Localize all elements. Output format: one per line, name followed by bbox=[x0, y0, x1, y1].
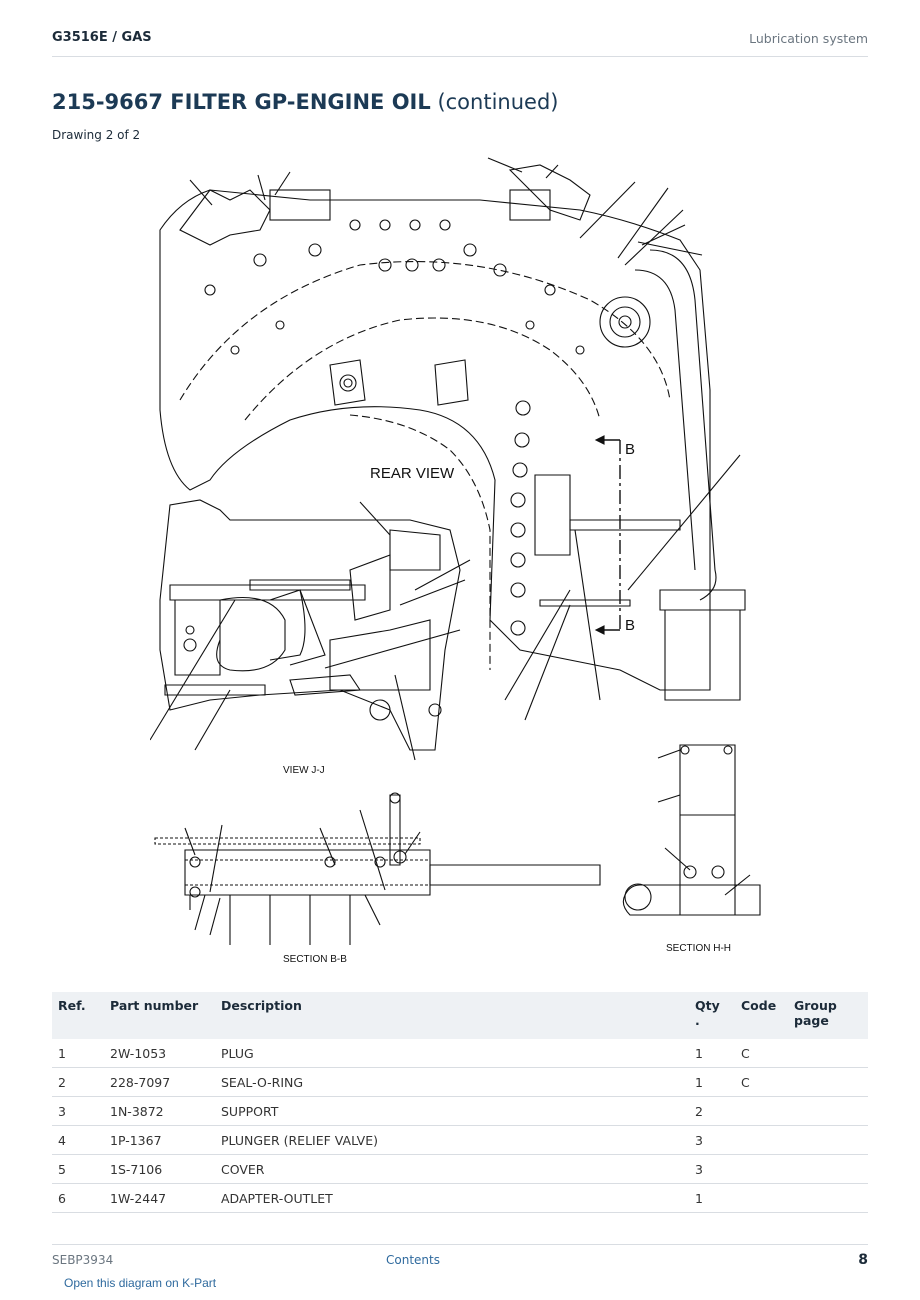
drawing-subtitle: Drawing 2 of 2 bbox=[52, 128, 141, 142]
cell-ref: 6 bbox=[52, 1183, 104, 1213]
document-id: SEBP3934 bbox=[52, 1253, 114, 1267]
col-header-description: Description bbox=[215, 992, 689, 1039]
table-row: 1 2W-1053 PLUG 1 C bbox=[52, 1039, 868, 1068]
cell-qty: 1 bbox=[689, 1067, 735, 1097]
table-row: 3 1N-3872 SUPPORT 2 bbox=[52, 1096, 868, 1126]
kpart-link[interactable]: Open this diagram on K-Part bbox=[64, 1276, 217, 1290]
col-header-part-number: Part number bbox=[104, 992, 215, 1039]
cell-group-page bbox=[788, 1125, 868, 1155]
cell-part-number: 228-7097 bbox=[104, 1067, 215, 1097]
col-header-ref: Ref. bbox=[52, 992, 104, 1039]
cell-description: SUPPORT bbox=[215, 1096, 689, 1126]
page-title: 215-9667 FILTER GP-ENGINE OIL (continued… bbox=[52, 90, 558, 114]
footer-divider bbox=[52, 1244, 868, 1245]
cell-group-page bbox=[788, 1039, 868, 1068]
section-bb-label: SECTION B-B bbox=[283, 954, 347, 965]
title-suffix: (continued) bbox=[437, 90, 559, 114]
view-jj-label: VIEW J-J bbox=[283, 765, 325, 776]
cell-part-number: 1S-7106 bbox=[104, 1154, 215, 1184]
cell-code bbox=[735, 1096, 788, 1126]
cell-ref: 5 bbox=[52, 1154, 104, 1184]
cell-qty: 1 bbox=[689, 1039, 735, 1068]
page-number: 8 bbox=[858, 1252, 868, 1268]
cell-group-page bbox=[788, 1154, 868, 1184]
rear-view-drawing bbox=[159, 157, 746, 721]
section-marker-b-bottom: B bbox=[625, 617, 635, 634]
cell-ref: 3 bbox=[52, 1096, 104, 1126]
cell-qty: 3 bbox=[689, 1125, 735, 1155]
cell-part-number: 1W-2447 bbox=[104, 1183, 215, 1213]
view-jj-drawing bbox=[149, 499, 471, 761]
cell-ref: 4 bbox=[52, 1125, 104, 1155]
cell-qty: 1 bbox=[689, 1183, 735, 1213]
cell-description: COVER bbox=[215, 1154, 689, 1184]
cell-description: SEAL-O-RING bbox=[215, 1067, 689, 1097]
cell-part-number: 2W-1053 bbox=[104, 1039, 215, 1068]
parts-diagram: REAR VIEW B B VIEW J-J SECTION B-B SECTI… bbox=[149, 150, 770, 980]
table-header-row: Ref. Part number Description Qty. Code G… bbox=[52, 992, 868, 1039]
cell-code bbox=[735, 1125, 788, 1155]
cell-group-page bbox=[788, 1067, 868, 1097]
cell-group-page bbox=[788, 1183, 868, 1213]
cell-qty: 3 bbox=[689, 1154, 735, 1184]
cell-qty: 2 bbox=[689, 1096, 735, 1126]
section-hh-label: SECTION H-H bbox=[666, 943, 731, 954]
section-hh-drawing bbox=[622, 744, 761, 916]
section-bb-drawing bbox=[154, 792, 601, 945]
diagram-labels: REAR VIEW B B VIEW J-J SECTION B-B SECTI… bbox=[283, 441, 731, 965]
model-label: G3516E / GAS bbox=[52, 30, 152, 45]
cell-code: C bbox=[735, 1039, 788, 1068]
table-row: 4 1P-1367 PLUNGER (RELIEF VALVE) 3 bbox=[52, 1125, 868, 1155]
cell-code: C bbox=[735, 1067, 788, 1097]
page-header: G3516E / GAS Lubrication system bbox=[52, 28, 868, 57]
cell-code bbox=[735, 1154, 788, 1184]
title-main: 215-9667 FILTER GP-ENGINE OIL bbox=[52, 90, 431, 114]
rear-view-label: REAR VIEW bbox=[370, 465, 455, 482]
section-marker-b-top: B bbox=[625, 441, 635, 458]
cell-ref: 1 bbox=[52, 1039, 104, 1068]
cell-part-number: 1P-1367 bbox=[104, 1125, 215, 1155]
table-row: 2 228-7097 SEAL-O-RING 1 C bbox=[52, 1067, 868, 1097]
cell-description: PLUNGER (RELIEF VALVE) bbox=[215, 1125, 689, 1155]
col-header-code: Code bbox=[735, 992, 788, 1039]
diagram-svg: REAR VIEW B B VIEW J-J SECTION B-B SECTI… bbox=[149, 157, 761, 965]
cell-description: PLUG bbox=[215, 1039, 689, 1068]
col-header-qty: Qty. bbox=[689, 992, 735, 1039]
table-row: 5 1S-7106 COVER 3 bbox=[52, 1154, 868, 1184]
contents-link[interactable]: Contents bbox=[386, 1253, 440, 1267]
table-row: 6 1W-2447 ADAPTER-OUTLET 1 bbox=[52, 1183, 868, 1213]
cell-description: ADAPTER-OUTLET bbox=[215, 1183, 689, 1213]
cell-group-page bbox=[788, 1096, 868, 1126]
cell-code bbox=[735, 1183, 788, 1213]
section-label: Lubrication system bbox=[749, 31, 868, 46]
parts-table: Ref. Part number Description Qty. Code G… bbox=[52, 992, 868, 1213]
cell-part-number: 1N-3872 bbox=[104, 1096, 215, 1126]
cell-ref: 2 bbox=[52, 1067, 104, 1097]
